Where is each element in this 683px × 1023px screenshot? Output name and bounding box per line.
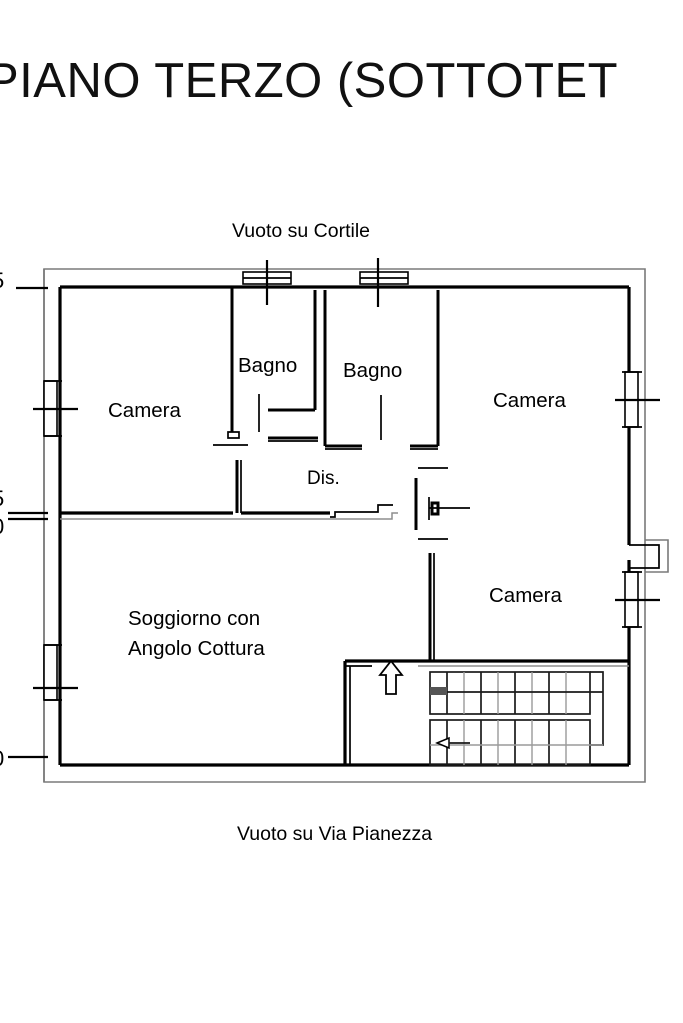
room-label-bagno-right: Bagno	[343, 359, 402, 382]
room-label-bagno-left: Bagno	[238, 354, 297, 377]
room-label-soggiorno-line2: Angolo Cottura	[128, 637, 265, 660]
annotation-top: Vuoto su Cortile	[232, 220, 370, 242]
window-right-upper	[615, 371, 660, 428]
dimension-marks-left	[8, 286, 48, 759]
dimension-label-mid-upper: 5	[0, 486, 4, 511]
window-left-lower	[33, 644, 78, 701]
room-label-camera-top-right: Camera	[493, 389, 567, 412]
page-title: PIANO TERZO (SOTTOTET	[0, 54, 618, 108]
window-left-upper	[33, 380, 78, 437]
window-top-right	[359, 258, 409, 307]
annotation-bottom: Vuoto su Via Pianezza	[237, 823, 432, 845]
staircase	[429, 671, 604, 766]
room-label-disimpegno: Dis.	[307, 468, 340, 489]
dimension-label-mid-lower: 0	[0, 514, 4, 539]
window-top-left	[242, 260, 292, 305]
window-right-lower	[615, 571, 660, 628]
dimension-label-bottom: 0	[0, 746, 4, 771]
room-label-camera-top-left: Camera	[108, 399, 182, 422]
interior-partitions	[60, 287, 629, 667]
room-label-camera-bottom-right: Camera	[489, 584, 563, 607]
room-label-soggiorno-line1: Soggiorno con	[128, 607, 260, 630]
stair-direction-arrow-icon	[435, 736, 470, 750]
dimension-label-top: 5	[0, 268, 4, 293]
stair-start-marker	[430, 687, 447, 695]
stair-steps-upper	[446, 672, 567, 714]
up-arrow-icon	[378, 659, 404, 695]
stair-enclosure	[343, 659, 418, 765]
